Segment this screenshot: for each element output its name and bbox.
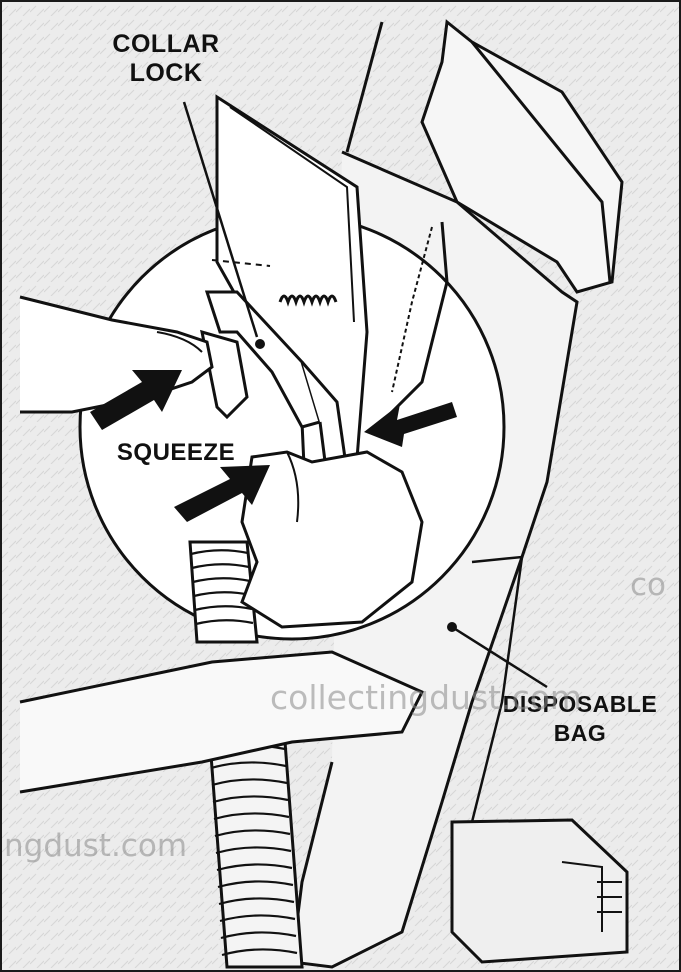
collar-lock-label-line2: LOCK <box>106 59 226 88</box>
disposable-bag-label-line2: BAG <box>490 719 670 748</box>
collar-lock-label: COLLAR LOCK <box>106 30 226 88</box>
watermark-right: co <box>630 567 666 603</box>
collar-lock-label-line1: COLLAR <box>106 30 226 59</box>
watermark-left: ngdust.com <box>4 828 187 864</box>
squeeze-label: SQUEEZE <box>106 438 246 467</box>
watermark-middle: collectingdust.com <box>270 678 582 717</box>
